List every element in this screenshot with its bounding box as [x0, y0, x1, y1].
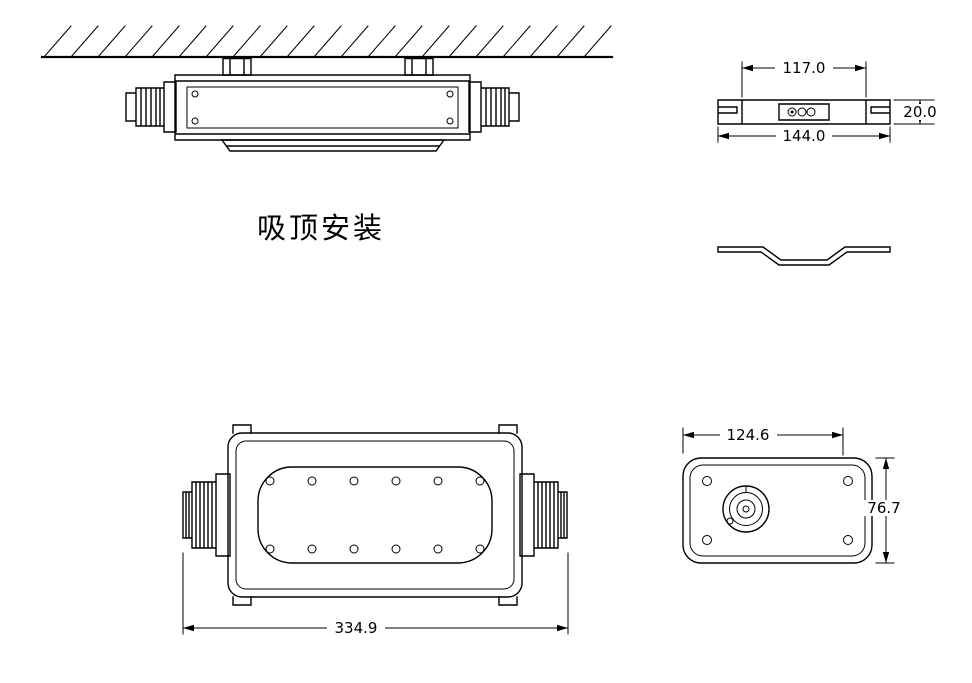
view-top: 117.0 144.0 20.0 [717, 59, 941, 145]
dim-text-bg [327, 620, 385, 636]
screw [702, 535, 712, 545]
dim-end-width: 124.6 [682, 426, 844, 456]
view-ceiling-mount-side [125, 57, 520, 152]
dim-value: 117.0 [783, 59, 826, 77]
dim-text-bg [899, 104, 941, 120]
front-body-outline [227, 432, 523, 598]
round-connector-inner [736, 499, 756, 519]
hatch-lines [43, 25, 612, 58]
end-body-outline [682, 457, 873, 564]
end-cap-left [125, 81, 177, 133]
connector-right [519, 473, 568, 557]
end-cap-right [468, 81, 520, 133]
front-lens [257, 466, 493, 564]
bracket-strip [717, 246, 891, 266]
mounting-bracket-profile [717, 246, 891, 266]
mounting-bracket-left [222, 57, 252, 76]
fixture-body-outline [174, 74, 471, 141]
ceiling-hatch [40, 25, 614, 59]
dim-value: 144.0 [783, 127, 826, 145]
end-body-inner [689, 464, 866, 557]
screw [843, 535, 853, 545]
lens [220, 139, 446, 152]
dim-top-inner-width: 117.0 [741, 59, 867, 98]
screw [702, 476, 712, 486]
dim-text-bg [776, 128, 832, 144]
mounting-bracket-right [404, 57, 434, 76]
dim-end-height: 76.7 [861, 457, 907, 564]
dim-value: 20.0 [903, 103, 936, 121]
top-view-outline [717, 99, 891, 125]
round-connector-pin [742, 505, 750, 513]
corner-tabs [232, 424, 518, 606]
screw [843, 476, 853, 486]
dim-text-bg [861, 500, 907, 516]
dim-text-bg [720, 427, 777, 443]
front-body-inner [235, 440, 515, 590]
dim-arrows [882, 458, 890, 563]
view-label-ceiling-mount: 吸顶安装 [257, 212, 385, 245]
view-front: 334.9 [182, 424, 569, 637]
screw [191, 117, 199, 125]
hole [787, 107, 797, 117]
connector-left [182, 473, 231, 557]
led-dot [307, 544, 317, 554]
round-connector-outer [722, 485, 770, 533]
led-dot [265, 476, 275, 486]
hole [797, 107, 807, 117]
led-dot [391, 544, 401, 554]
screw [446, 90, 454, 98]
dim-front-length: 334.9 [182, 552, 569, 637]
led-dot [433, 544, 443, 554]
screw [191, 90, 199, 98]
led-dot [391, 476, 401, 486]
led-dot [475, 476, 485, 486]
round-connector-mid [729, 492, 763, 526]
led-dot [475, 544, 485, 554]
dim-top-thickness: 20.0 [893, 99, 941, 125]
dim-value: 76.7 [867, 499, 900, 517]
led-dot [349, 544, 359, 554]
hole-center [790, 110, 794, 114]
led-dot [307, 476, 317, 486]
view-end: 124.6 76.7 [682, 426, 907, 564]
connector-key [726, 517, 734, 525]
led-dot [265, 544, 275, 554]
dim-value: 124.6 [727, 426, 770, 444]
led-dot [433, 476, 443, 486]
led-dot [349, 476, 359, 486]
dim-top-full-width: 144.0 [717, 126, 891, 145]
screw [446, 117, 454, 125]
dim-value: 334.9 [335, 619, 378, 637]
hole [806, 107, 816, 117]
dim-text-bg [775, 60, 833, 76]
fixture-body-inner [186, 86, 459, 129]
